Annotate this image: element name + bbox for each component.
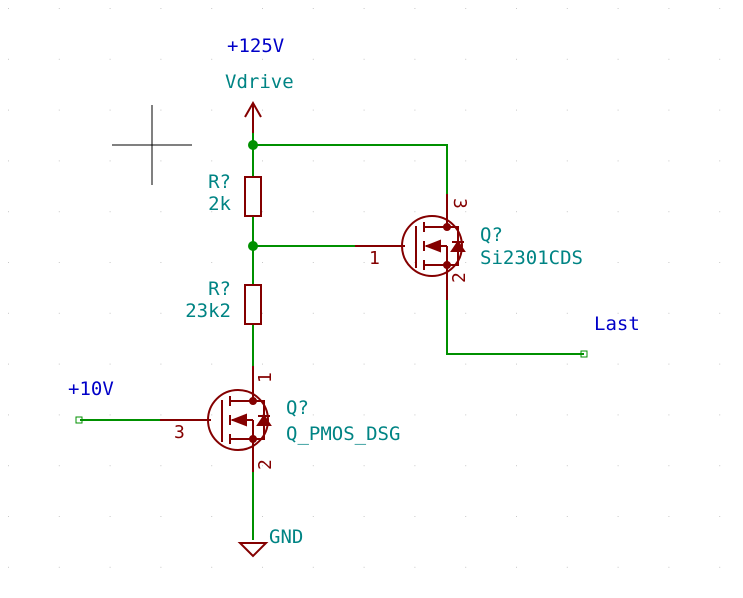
mosfet-q-top[interactable] <box>355 194 466 300</box>
terminal-last[interactable] <box>580 350 588 358</box>
q-bottom-reference: Q? <box>286 397 309 419</box>
label-input-10v[interactable]: +10V <box>68 378 114 400</box>
resistor-r-top[interactable] <box>244 176 262 217</box>
q-bottom-value: Q_PMOS_DSG <box>286 423 400 445</box>
q-top-pin-source: 3 <box>449 198 470 209</box>
label-gnd[interactable]: GND <box>269 526 303 548</box>
junction-dot <box>248 241 258 251</box>
vdrive-power-symbol[interactable] <box>244 100 262 133</box>
q-top-value: Si2301CDS <box>480 247 583 269</box>
label-output-last[interactable]: Last <box>594 313 640 335</box>
label-vdrive[interactable]: Vdrive <box>225 71 294 93</box>
resistor-r-bottom[interactable] <box>244 284 262 325</box>
q-bottom-pin-drain: 1 <box>255 372 276 383</box>
r-bottom-value: 23k2 <box>185 300 231 322</box>
junction-dot <box>248 140 258 150</box>
q-top-pin-gate: 1 <box>369 248 380 269</box>
q-top-reference: Q? <box>480 224 503 246</box>
crosshair-cursor <box>112 105 192 185</box>
r-bottom-reference: R? <box>208 278 231 300</box>
q-top-pin-drain: 2 <box>449 272 470 283</box>
label-supply-125v[interactable]: +125V <box>227 35 284 57</box>
r-top-reference: R? <box>208 171 231 193</box>
terminal-10v[interactable] <box>75 416 83 424</box>
wire-node1-to-q-top-source <box>253 144 448 194</box>
q-bottom-pin-gate: 3 <box>174 422 185 443</box>
mosfet-q-bottom[interactable] <box>160 366 272 472</box>
wire-q-top-drain-to-last <box>446 300 584 355</box>
q-bottom-pin-source: 2 <box>255 459 276 470</box>
r-top-value: 2k <box>208 193 231 215</box>
gnd-symbol[interactable] <box>237 542 269 558</box>
wires <box>80 133 584 540</box>
